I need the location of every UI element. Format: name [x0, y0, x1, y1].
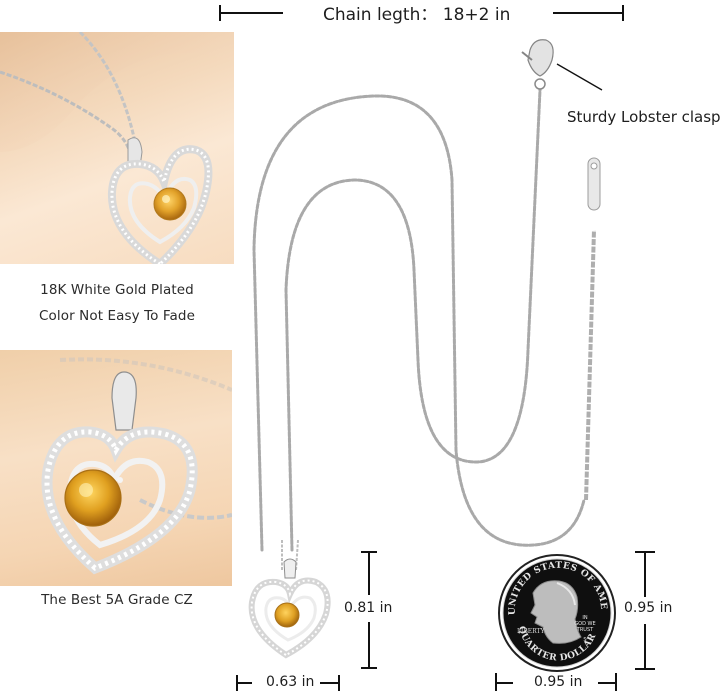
coin-height-label: 0.95 in [624, 600, 673, 616]
line-right [598, 682, 616, 684]
coin-width-label: 0.95 in [534, 674, 583, 690]
pendant-closeup-image [41, 357, 232, 575]
svg-text:S: S [583, 637, 586, 643]
chain-length-label: Chain legth： 18+2 in [323, 5, 511, 25]
product-photo-worn [0, 32, 234, 264]
tick-right [338, 675, 340, 691]
line-right [320, 682, 340, 684]
pendant-width-label: 0.63 in [266, 674, 315, 690]
pendant-height-label: 0.81 in [344, 600, 393, 616]
caption-plated-line-2: Color Not Easy To Fade [39, 308, 195, 324]
line-top [368, 551, 370, 595]
dimension-tick-right [622, 5, 624, 21]
coin-image: UNITED STATES OF AMERICA QUARTER DOLLAR … [492, 546, 616, 672]
pendant-on-neck-image [0, 32, 234, 264]
tick-bottom [361, 667, 377, 669]
caption-cz-grade: The Best 5A Grade CZ [41, 592, 193, 608]
line-bottom [368, 622, 370, 668]
pendant-dimension-image [248, 540, 331, 659]
line-top [644, 551, 646, 597]
quarter-coin: UNITED STATES OF AMERICA QUARTER DOLLAR … [492, 546, 617, 673]
necklace-chain-illustration [252, 39, 601, 552]
svg-text:LIBERTY: LIBERTY [517, 628, 546, 635]
line-bottom [644, 624, 646, 670]
clasp-pointer-line [556, 63, 603, 91]
clasp-label: Sturdy Lobster clasp [567, 108, 721, 126]
svg-text:IN: IN [582, 615, 587, 621]
svg-text:TRUST: TRUST [576, 627, 594, 633]
line-left [236, 682, 252, 684]
dimension-line-right [553, 12, 623, 14]
product-photo-closeup [0, 350, 232, 586]
svg-text:GOD WE: GOD WE [574, 621, 595, 627]
dimension-line-left [219, 12, 283, 14]
tick-right [615, 673, 617, 691]
line-left [495, 682, 513, 684]
tick-bottom [635, 668, 655, 670]
caption-plated-line-1: 18K White Gold Plated [40, 282, 194, 298]
